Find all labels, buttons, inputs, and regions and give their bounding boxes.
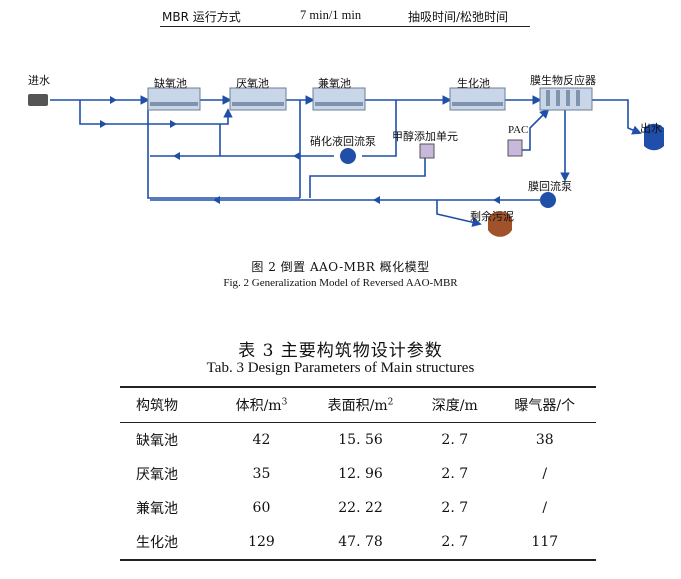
table-row: 缺氧池 42 15. 56 2. 7 38 [120,423,596,458]
cell-depth: 2. 7 [441,466,469,482]
cell-aerators: / [542,466,548,482]
design-parameters-table: 构筑物 体积/m3 表面积/m2 深度/m 曝气器/个 缺氧池 42 15. 5… [120,386,596,561]
process-diagram [28,87,664,237]
inlet-label: 进水 [28,74,50,87]
cell-aerators: 117 [531,534,559,550]
top-rule [160,26,530,27]
table-row: 厌氧池 35 12. 96 2. 7 / [120,457,596,491]
anoxic-tank-label: 缺氧池 [154,77,187,90]
nitrification-pump-label: 硝化液回流泵 [310,135,376,148]
figure-caption-cn: 图 2 倒置 AAO-MBR 概化模型 [251,260,430,274]
mbr-mode-label: MBR 运行方式 [162,10,241,24]
cell-surface-area: 12. 96 [338,466,383,482]
biochemical-tank-label: 生化池 [457,77,490,90]
cell-surface-area: 47. 78 [338,534,383,550]
cell-volume: 60 [252,500,271,516]
membrane-pump-label: 膜回流泵 [528,180,572,193]
cell-depth: 2. 7 [441,432,469,448]
table-row: 生化池 129 47. 78 2. 7 117 [120,525,596,560]
cell-volume: 42 [252,432,271,448]
cell-structure: 厌氧池 [136,467,178,483]
cell-volume: 35 [252,466,271,482]
mbr-mode-value: 7 min/1 min [300,8,362,22]
methanol-unit-label: 甲醇添加单元 [392,130,458,143]
cell-depth: 2. 7 [441,534,469,550]
table-header-row: 构筑物 体积/m3 表面积/m2 深度/m 曝气器/个 [120,387,596,423]
outlet-label: 出水 [640,122,662,135]
table-title-cn: 表 3 主要构筑物设计参数 [238,341,443,361]
facultative-tank-label: 兼氧池 [318,77,351,90]
excess-sludge-label: 剩余污泥 [470,210,514,223]
header-surface-area: 表面积/m2 [327,397,394,414]
anaerobic-tank-label: 厌氧池 [236,77,269,90]
figure-caption-en: Fig. 2 Generalization Model of Reversed … [223,277,458,289]
cell-structure: 缺氧池 [136,433,178,449]
mbr-label: 膜生物反应器 [530,74,596,87]
cell-structure: 生化池 [136,535,178,551]
cell-aerators: 38 [535,432,554,448]
cell-volume: 129 [248,534,275,550]
cell-structure: 兼氧池 [136,501,178,517]
header-aerators: 曝气器/个 [514,398,576,414]
header-structure: 构筑物 [136,398,178,414]
cell-surface-area: 22. 22 [338,500,383,516]
cell-aerators: / [542,500,548,516]
header-depth: 深度/m [431,398,478,414]
cell-surface-area: 15. 56 [338,432,383,448]
cell-depth: 2. 7 [441,500,469,516]
table-title-en: Tab. 3 Design Parameters of Main structu… [206,360,475,376]
header-volume: 体积/m3 [235,397,288,414]
pac-label: PAC [508,124,529,136]
table-row: 兼氧池 60 22. 22 2. 7 / [120,491,596,525]
mbr-mode-note: 抽吸时间/松弛时间 [408,10,509,24]
